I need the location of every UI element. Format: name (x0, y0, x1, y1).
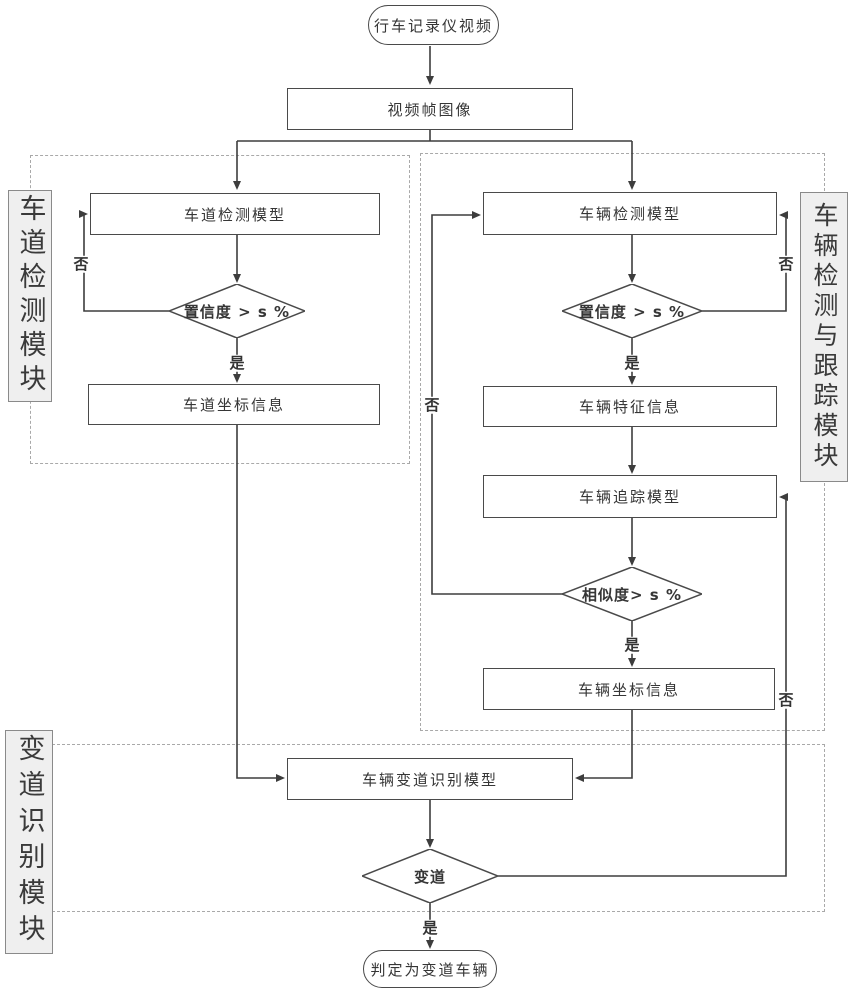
decision-text: 相似度> s % (582, 585, 682, 604)
lane-confidence-decision: 置信度 > s % (169, 284, 305, 338)
vehicle-confidence-decision: 置信度 > s % (562, 284, 702, 338)
lane-module-label: 车道检测模块 (8, 190, 52, 402)
vehicle-tracking-model-node: 车辆追踪模型 (483, 475, 777, 518)
change-module-label: 变道识别模块 (5, 730, 53, 954)
lane-yes-label: 是 (227, 353, 247, 372)
change-yes-label: 是 (420, 918, 440, 937)
diamond-shape (562, 284, 702, 338)
detect-no-label: 否 (776, 254, 796, 273)
end-node: 判定为变道车辆 (363, 950, 497, 988)
detect-yes-label: 是 (622, 353, 642, 372)
similarity-no-label: 否 (422, 395, 442, 414)
vehicle-feature-node: 车辆特征信息 (483, 386, 777, 427)
similarity-yes-label: 是 (622, 635, 642, 654)
vehicle-detection-model-node: 车辆检测模型 (483, 192, 777, 235)
start-node: 行车记录仪视频 (368, 5, 499, 45)
decision-text: 置信度 > s % (578, 302, 686, 321)
vehicle-coordinates-node: 车辆坐标信息 (483, 668, 775, 710)
decision-text: 变道 (413, 867, 446, 886)
vehicle-similarity-decision: 相似度> s % (562, 567, 702, 621)
change-no-label: 否 (776, 690, 796, 709)
lane-detection-model-node: 车道检测模型 (90, 193, 380, 235)
lane-change-decision: 变道 (362, 849, 498, 903)
diamond-shape (362, 849, 498, 903)
video-frame-node: 视频帧图像 (287, 88, 573, 130)
lane-change-model-node: 车辆变道识别模型 (287, 758, 573, 800)
vehicle-module-label: 车辆检测与跟踪模块 (800, 192, 848, 482)
decision-text: 置信度 > s % (183, 302, 291, 321)
diamond-shape (169, 284, 305, 338)
lane-coordinates-node: 车道坐标信息 (88, 384, 380, 425)
lane-no-label: 否 (71, 254, 91, 273)
